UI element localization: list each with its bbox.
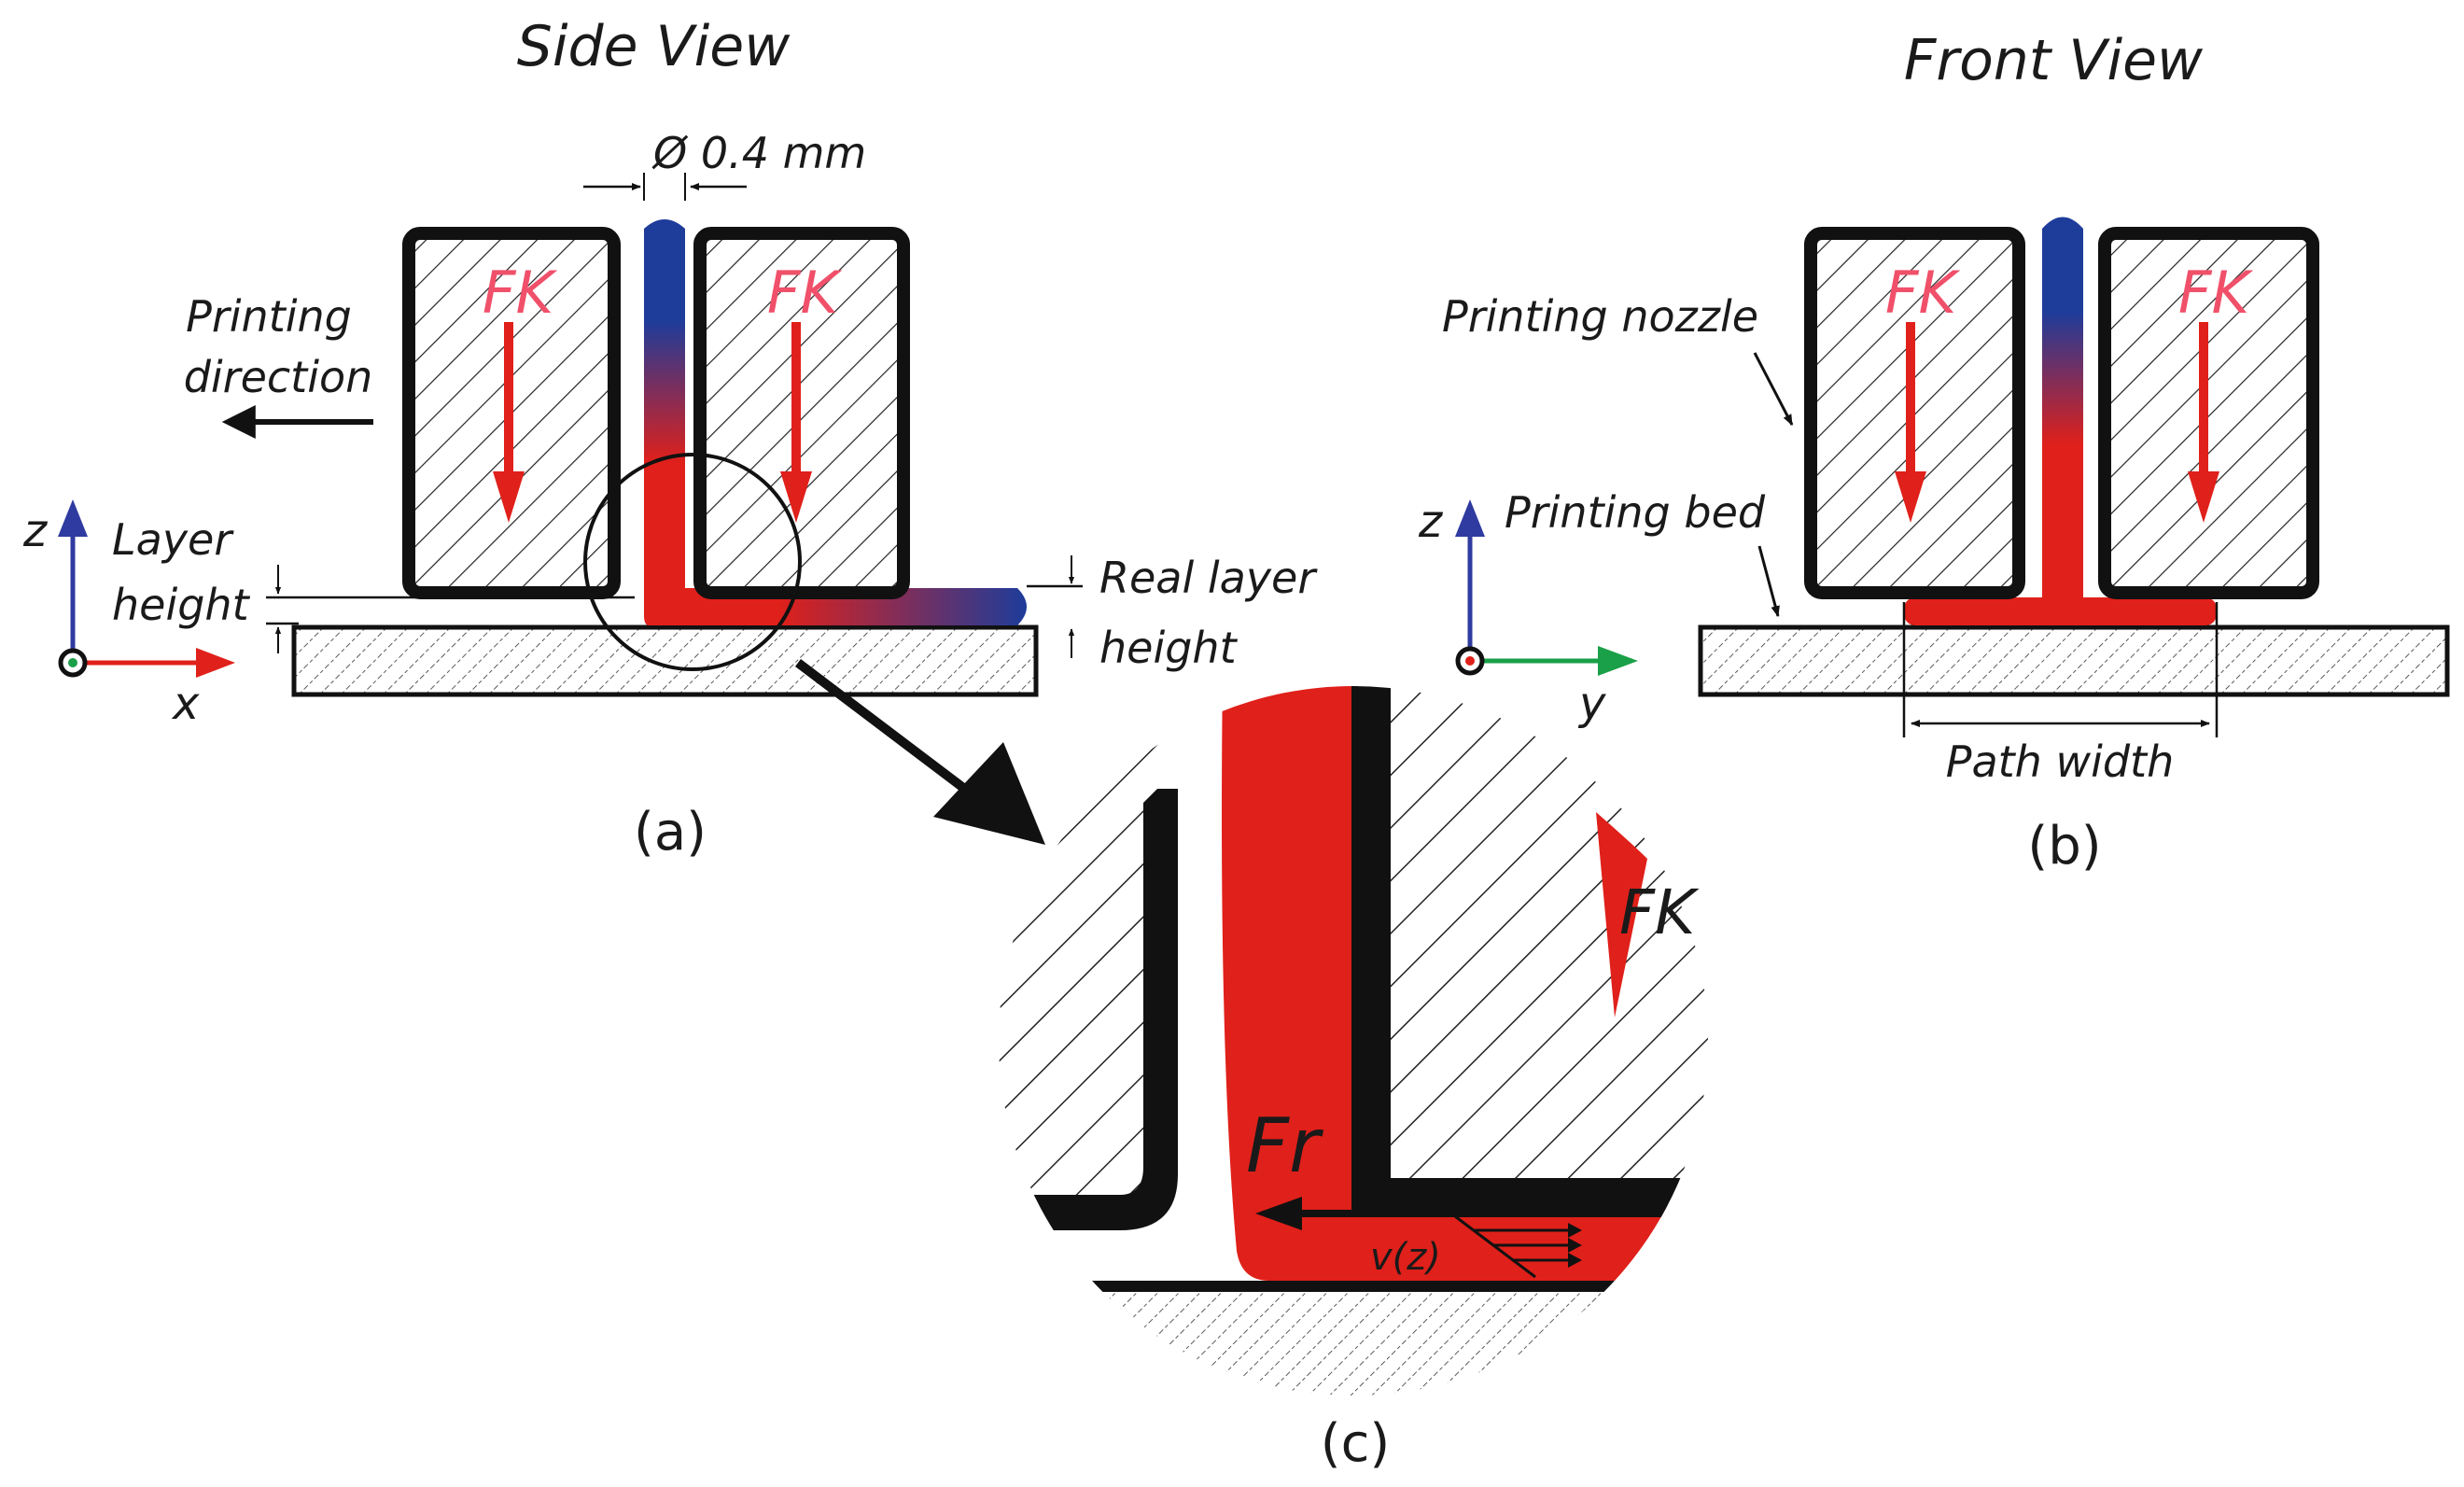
front-fk-right-arrow — [2188, 322, 2219, 523]
side-fk-left-arrow — [493, 322, 525, 523]
front-fk-right-label: FK — [2178, 259, 2254, 327]
side-printing-bed — [291, 624, 1039, 697]
detail-fk-label: FK — [1619, 877, 1700, 948]
side-view-group: Side View FK FK Ø 0.4 mm Printing direct… — [22, 14, 1318, 863]
front-view-group: Front View FK FK Printing nozzle Printin… — [1418, 28, 2450, 877]
side-fk-right-label: FK — [767, 259, 843, 327]
front-y-axis-label: y — [1577, 678, 1606, 730]
front-axis-origin-dot — [1465, 656, 1475, 666]
side-fk-left-label: FK — [483, 259, 558, 327]
front-printing-bed — [1698, 624, 2450, 697]
side-z-axis-head — [58, 499, 88, 537]
front-view-caption: (b) — [2027, 816, 2101, 877]
side-fk-right-arrow — [780, 322, 812, 523]
front-fk-left-label: FK — [1885, 259, 1961, 327]
detail-velocity-label: v(z) — [1370, 1236, 1441, 1279]
side-x-axis-label: x — [171, 678, 200, 730]
side-nozzle-right — [693, 227, 910, 599]
side-z-axis-label: z — [22, 505, 49, 557]
printing-bed-label: Printing bed — [1505, 487, 1766, 538]
detail-zoom-content — [999, 686, 1708, 1396]
front-filament-bead — [1904, 597, 2217, 625]
detail-fr-label: Fr — [1246, 1102, 1324, 1189]
side-view-title: Side View — [517, 14, 791, 79]
real-layer-height-label-2: height — [1099, 623, 1239, 673]
printing-direction-label-1: Printing — [186, 291, 352, 342]
path-width-label: Path width — [1946, 736, 2175, 787]
side-axes: z x — [22, 499, 235, 730]
nozzle-diameter-label: Ø 0.4 mm — [651, 128, 866, 178]
zoom-arrow-shaft — [794, 659, 993, 811]
side-view-caption: (a) — [634, 802, 707, 863]
zoom-arrow-head — [933, 742, 1045, 845]
detail-view-caption: (c) — [1321, 1413, 1390, 1474]
front-z-axis-label: z — [1418, 496, 1444, 548]
front-z-axis-head — [1455, 499, 1485, 537]
detail-view-group: FK Fr v(z) (c) — [999, 686, 1708, 1474]
side-x-axis-head — [196, 648, 235, 678]
front-axes: z y — [1418, 496, 1638, 730]
layer-height-label-1: Layer — [112, 514, 234, 565]
front-y-axis-head — [1598, 646, 1638, 676]
real-layer-height-label-1: Real layer — [1099, 553, 1318, 603]
layer-height-label-2: height — [112, 580, 251, 630]
side-axis-origin-dot — [68, 658, 77, 667]
side-filament-column — [644, 219, 685, 625]
printing-bed-pointer — [1757, 545, 1780, 618]
printing-direction-label-2: direction — [184, 352, 373, 402]
front-fk-left-arrow — [1895, 322, 1926, 523]
zoom-circle — [583, 453, 802, 671]
front-view-title: Front View — [1904, 28, 2204, 93]
printing-nozzle-label: Printing nozzle — [1442, 291, 1758, 342]
front-nozzle-right — [2098, 227, 2319, 599]
front-filament-column — [2042, 217, 2083, 597]
printing-nozzle-pointer — [1753, 352, 1794, 427]
